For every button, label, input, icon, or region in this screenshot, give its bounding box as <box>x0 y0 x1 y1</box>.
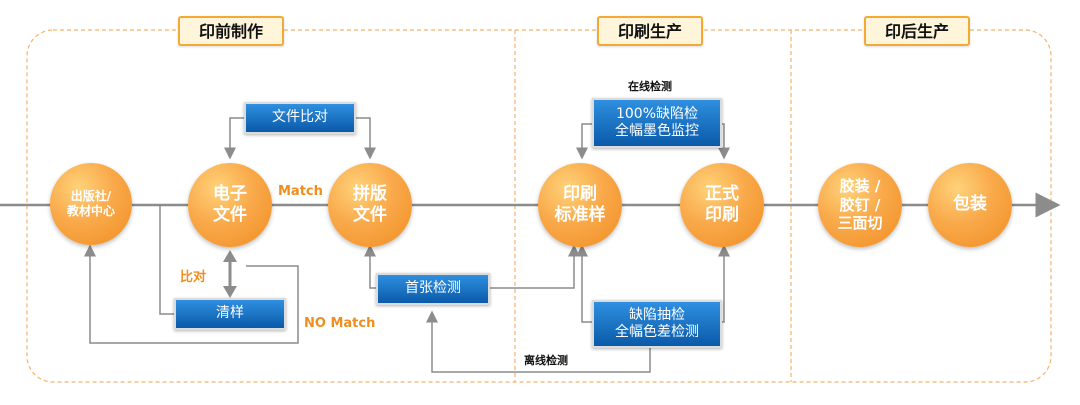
connector-firstcheck-imposition <box>364 244 378 289</box>
box-first-check: 首张检测 <box>376 273 490 305</box>
box-file-compare: 文件比对 <box>244 102 356 134</box>
node-formal-print-label: 正式 印刷 <box>705 183 739 225</box>
label-online-inspection: 在线检测 <box>628 80 672 93</box>
label-offline-inspection: 离线检测 <box>524 354 568 367</box>
connector-online-standard <box>576 123 594 160</box>
connector-compare-electronic <box>224 117 246 160</box>
section-title-prepress: 印前制作 <box>178 16 284 46</box>
connector-offline-formal <box>718 244 730 323</box>
label-compare: 比对 <box>180 270 207 285</box>
node-imposition-file: 拼版 文件 <box>328 163 412 247</box>
node-print-standard: 印刷 标准样 <box>538 163 622 247</box>
node-publisher: 出版社/ 教材中心 <box>50 163 132 245</box>
connector-offline-standard <box>576 244 594 323</box>
connector-offline-firstcheck <box>426 310 651 373</box>
box-clean-proof: 清样 <box>174 298 286 330</box>
node-binding: 胶装 / 胶钉 / 三面切 <box>818 163 902 247</box>
box-offline-defect-label: 缺陷抽检 全幅色差检测 <box>615 306 699 341</box>
box-first-check-label: 首张检测 <box>405 280 461 297</box>
node-binding-label: 胶装 / 胶钉 / 三面切 <box>837 176 883 233</box>
node-publisher-label: 出版社/ 教材中心 <box>66 189 115 218</box>
section-title-postpress: 印后生产 <box>864 16 970 46</box>
box-online-defect-label: 100%缺陷检 全幅墨色监控 <box>615 105 699 140</box>
connector-online-formal <box>718 123 730 160</box>
node-print-standard-label: 印刷 标准样 <box>554 183 606 225</box>
box-file-compare-label: 文件比对 <box>272 109 328 126</box>
connector-nomatch-loop <box>84 244 299 344</box>
box-online-defect: 100%缺陷检 全幅墨色监控 <box>592 98 722 148</box>
node-packaging-label: 包装 <box>953 194 987 215</box>
node-electronic-file: 电子 文件 <box>188 163 272 247</box>
node-formal-print: 正式 印刷 <box>680 163 764 247</box>
label-no-match: NO Match <box>304 316 376 331</box>
connector-publisher-cleanproof <box>159 205 176 315</box>
connector-firstcheck-standard <box>490 244 580 289</box>
section-title-printing: 印刷生产 <box>597 16 703 46</box>
connector-compare-imposition <box>356 117 376 160</box>
node-packaging: 包装 <box>928 163 1012 247</box>
node-imposition-file-label: 拼版 文件 <box>353 183 387 225</box>
label-match: Match <box>278 184 323 199</box>
box-offline-defect: 缺陷抽检 全幅色差检测 <box>592 300 722 348</box>
box-clean-proof-label: 清样 <box>216 305 244 322</box>
node-electronic-file-label: 电子 文件 <box>213 183 247 225</box>
